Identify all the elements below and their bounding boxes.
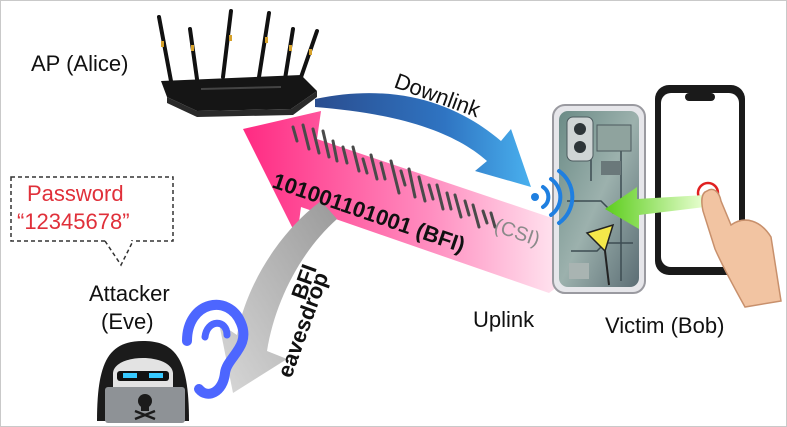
password-callout	[10, 176, 174, 267]
ap-label: AP (Alice)	[31, 51, 129, 76]
victim-label: Victim (Bob)	[605, 313, 725, 338]
password-title: Password	[27, 181, 124, 206]
eavesdrop-arrow	[219, 201, 337, 393]
wifi-icon	[531, 169, 575, 225]
uplink-label: Uplink	[473, 307, 535, 332]
green-arrow	[605, 187, 705, 229]
attacker-label: Attacker	[89, 281, 170, 306]
attacker-name-label: (Eve)	[101, 309, 154, 334]
uplink-arrow	[243, 111, 579, 293]
hand-icon	[701, 188, 782, 308]
ear-icon	[182, 300, 249, 399]
phone-icon	[552, 104, 646, 294]
signal-waveform	[291, 123, 497, 229]
downlink-arrow	[315, 93, 531, 187]
router-icon	[157, 9, 319, 117]
password-value: “12345678”	[17, 209, 130, 234]
skull-icon	[134, 394, 156, 421]
